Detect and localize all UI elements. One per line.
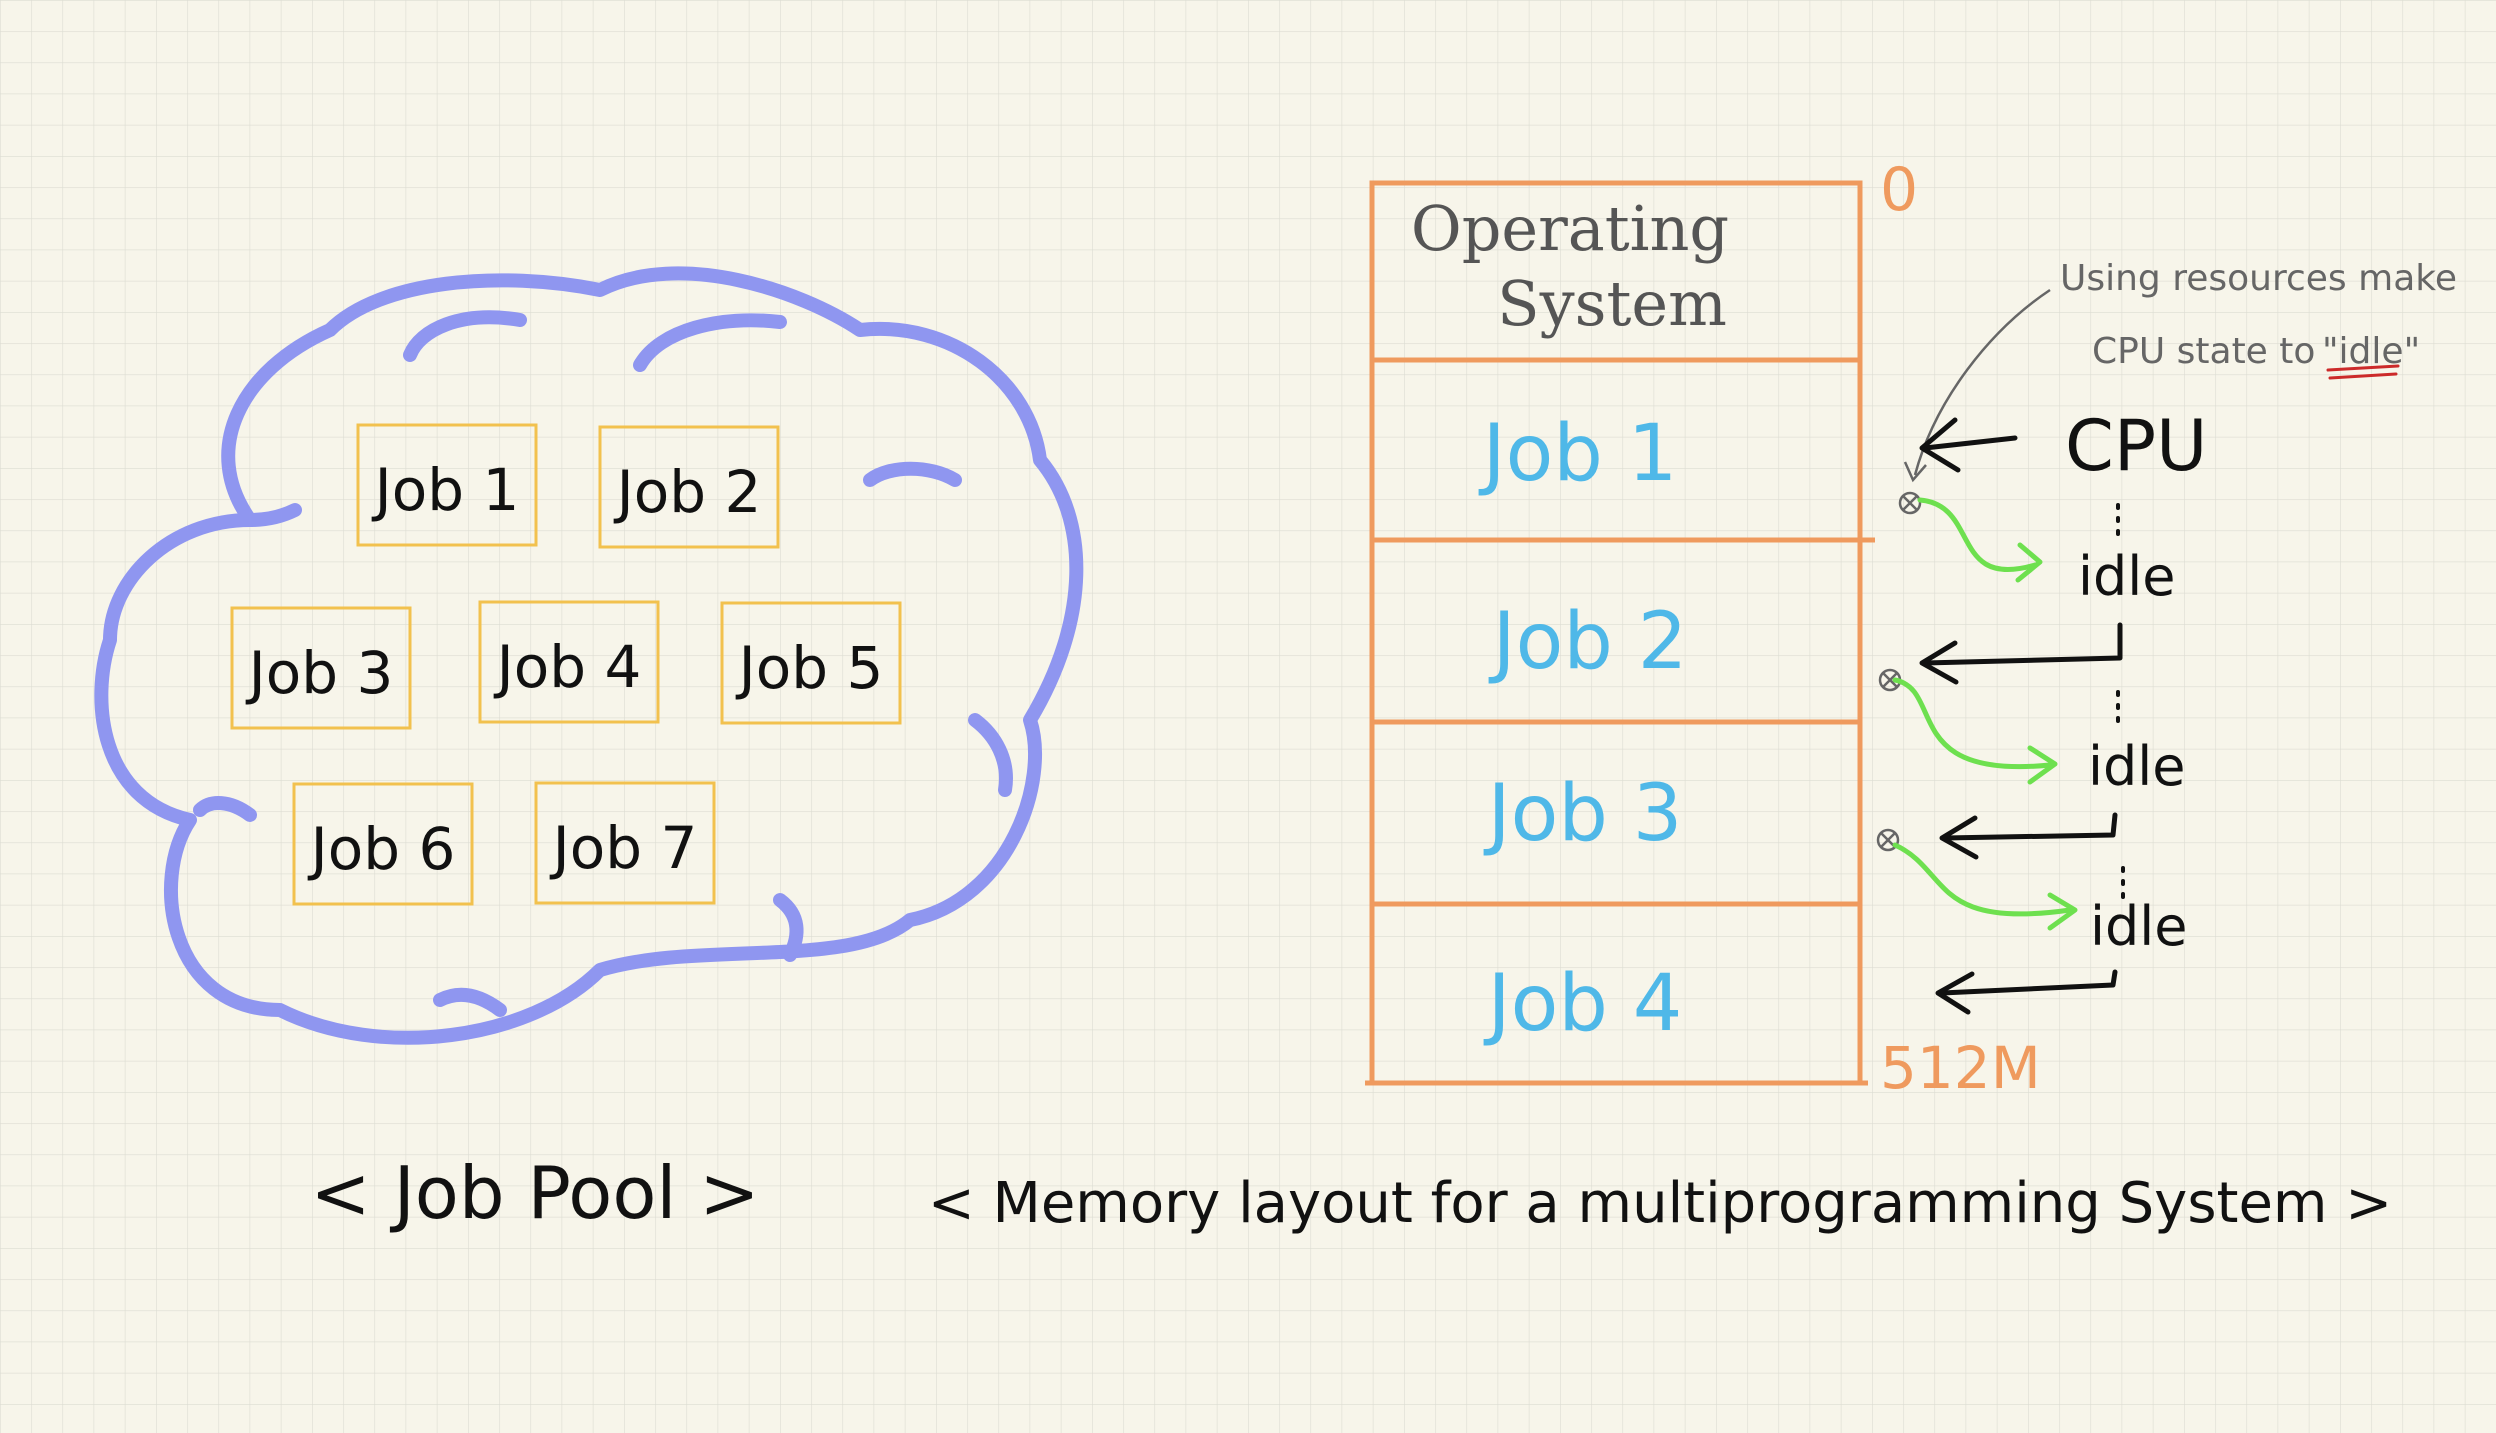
memory-job-label: Job 2	[1488, 597, 1688, 687]
switch-arrow	[1922, 622, 2123, 666]
os-label-line1: Operating	[1411, 192, 1729, 265]
job-pool-cloud	[94, 266, 1084, 1045]
cpu-arrow	[1922, 435, 2018, 451]
job-box: Job 2	[598, 425, 780, 549]
job-label: Job 2	[614, 458, 762, 526]
job-box: Job 5	[720, 601, 902, 725]
cloud-curl	[968, 713, 1013, 797]
job-label: Job 7	[550, 814, 698, 882]
memory-top-address: 0	[1880, 155, 1918, 225]
idle-label: idle	[2088, 735, 2186, 798]
idle-underline	[2326, 364, 2400, 380]
memory-job-label: Job 4	[1483, 959, 1683, 1049]
cpu-arrow-head	[1919, 417, 1961, 473]
job-box: Job 6	[292, 782, 474, 906]
job-pool-caption: < Job Pool >	[310, 1151, 759, 1235]
cloud-curl	[863, 461, 962, 487]
switch-arrow-head	[1939, 815, 1979, 860]
annotation-line2-prefix: CPU state to	[2092, 331, 2315, 372]
memory-job-label: Job 1	[1478, 409, 1678, 499]
green-arrow-head	[2015, 542, 2043, 583]
job-label: Job 1	[372, 456, 520, 524]
idle-label: idle	[2090, 895, 2188, 958]
cloud-curl	[433, 987, 507, 1017]
job-box: Job 3	[230, 606, 412, 730]
annotation-pointer-head	[1903, 461, 1927, 483]
annotation-line1: Using resources make	[2060, 258, 2457, 299]
green-arrow	[1892, 677, 2053, 770]
memory-bottom-address: 512M	[1880, 1034, 2041, 1102]
os-label-line2: System	[1497, 267, 1727, 340]
cpu-timeline: Using resources make CPU state to "idle"…	[1876, 258, 2457, 1015]
memory-job-label: Job 3	[1483, 769, 1683, 859]
cloud-curl	[403, 310, 527, 362]
job-label: Job 6	[308, 815, 456, 883]
cloud-curl	[243, 503, 302, 527]
switch-arrow	[1939, 969, 2118, 996]
switch-arrow-head	[1935, 971, 1975, 1015]
memory-layout: 0 512M Operating System Job 1 Job 2 Job …	[928, 155, 2392, 1236]
cloud-curl	[773, 893, 804, 962]
cloud-curl	[633, 313, 787, 372]
green-arrow-head	[2027, 745, 2058, 785]
job-label: Job 4	[494, 633, 642, 701]
switch-arrow	[1942, 812, 2118, 841]
switch-arrow-head	[1919, 640, 1959, 685]
cloud-curl	[193, 796, 257, 822]
job-box: Job 7	[534, 781, 716, 905]
cpu-label: CPU	[2065, 405, 2207, 487]
green-arrow-head	[2047, 892, 2078, 931]
job-box: Job 4	[478, 600, 660, 724]
annotation-line2-quoted: "idle"	[2322, 331, 2420, 372]
green-arrow	[1892, 842, 2073, 917]
job-box: Job 1	[356, 423, 538, 547]
idle-label: idle	[2078, 545, 2176, 608]
memory-caption: < Memory layout for a multiprogramming S…	[928, 1171, 2392, 1236]
job-pool: Job 1 Job 2 Job 3 Job 4 Job 5 Job 6 Job …	[94, 266, 1084, 1235]
io-mark	[1898, 491, 1922, 515]
green-arrow	[1917, 497, 2038, 573]
job-label: Job 5	[736, 634, 884, 702]
job-label: Job 3	[246, 639, 394, 707]
